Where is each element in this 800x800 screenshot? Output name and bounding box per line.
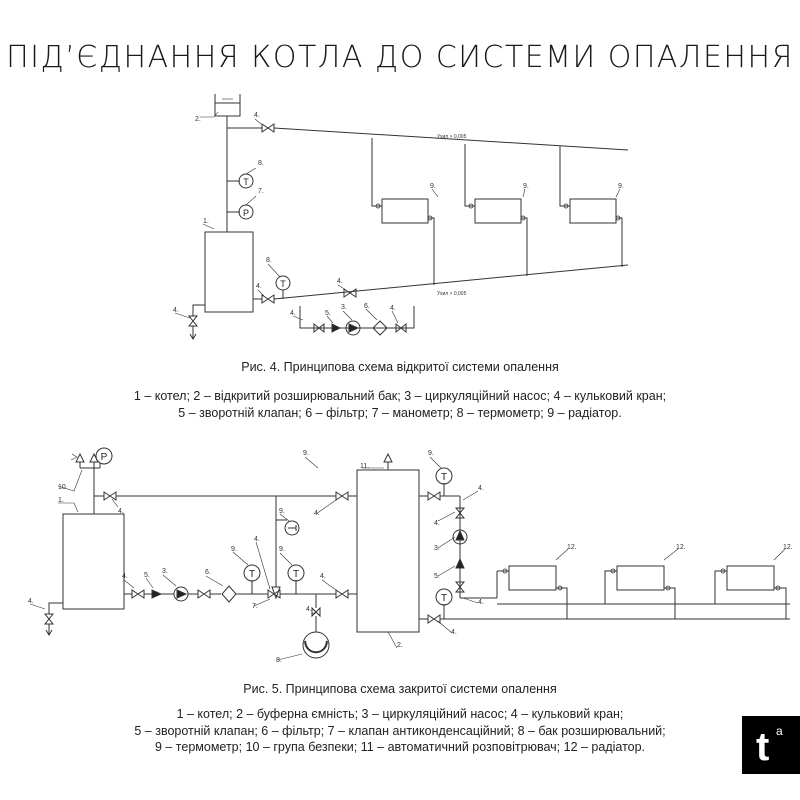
svg-text:5.: 5. (434, 573, 440, 580)
figure-4-diagram: 2. 4. 8. 7. 1. 8. 4. 4. 4. 9. 9. 9. 4. 5… (173, 94, 629, 340)
svg-text:9.: 9. (279, 546, 285, 553)
svg-text:7.: 7. (252, 603, 258, 610)
brand-logo: t a (742, 716, 800, 774)
svg-text:9.: 9. (430, 183, 436, 190)
svg-text:12.: 12. (676, 544, 686, 551)
logo-mark-icon: t a (756, 724, 783, 769)
svg-text:12.: 12. (567, 544, 577, 551)
svg-text:3.: 3. (341, 304, 347, 311)
svg-text:4.: 4. (173, 307, 179, 314)
legend-line: 1 – котел; 2 – відкритий розширювальний … (133, 389, 667, 403)
pump-group-fig4 (299, 306, 415, 336)
radiators-fig5 (497, 565, 787, 619)
slope-label-return: Ухил > 0,005 (437, 291, 467, 297)
logo-superscript: a (776, 724, 783, 738)
svg-text:4.: 4. (28, 598, 34, 605)
svg-text:6.: 6. (364, 303, 370, 310)
page-title: ПІД’ЄДНАННЯ КОТЛА ДО СИСТЕМИ ОПАЛЕННЯ (6, 40, 794, 75)
svg-text:3.: 3. (434, 545, 440, 552)
legend-line: 9 – термометр; 10 – група безпеки; 11 – … (154, 740, 646, 754)
svg-text:9.: 9. (231, 546, 237, 553)
legend-line: 5 – зворотній клапан; 6 – фільтр; 7 – кл… (134, 723, 666, 738)
figure-5-caption: Рис. 5. Принципова схема закритої систем… (243, 682, 557, 696)
svg-text:11.: 11. (360, 463, 369, 470)
svg-text:7.: 7. (258, 188, 264, 195)
svg-text:4.: 4. (118, 508, 124, 515)
svg-text:10.: 10. (58, 484, 68, 491)
figure-4-legend: 1 – котел; 2 – відкритий розширювальний … (0, 388, 800, 421)
svg-text:4.: 4. (478, 485, 484, 492)
svg-text:3.: 3. (162, 568, 168, 575)
svg-text:4.: 4. (337, 278, 343, 285)
svg-text:4.: 4. (434, 520, 440, 527)
figure-5-diagram: 10. 1. 4. 4. 4. 5. 3. 6. 9. 4. 9. 9. 7. … (28, 447, 793, 664)
svg-text:9.: 9. (618, 183, 624, 190)
svg-text:4.: 4. (122, 573, 128, 580)
svg-text:8.: 8. (258, 160, 264, 167)
svg-text:9.: 9. (279, 508, 285, 515)
svg-text:4.: 4. (256, 283, 262, 290)
svg-text:6.: 6. (205, 569, 211, 576)
manometer-symbol: P (243, 208, 249, 218)
svg-text:1.: 1. (203, 218, 209, 225)
slope-label-supply: Ухил > 0,005 (437, 134, 467, 140)
manometer-symbol: P (101, 452, 108, 463)
svg-text:4.: 4. (478, 599, 484, 606)
figure-4-caption: Рис. 4. Принципова схема відкритої систе… (241, 360, 559, 374)
svg-text:4.: 4. (254, 112, 260, 119)
thermometer-symbol: T (293, 569, 299, 580)
svg-text:5.: 5. (144, 572, 150, 579)
svg-text:1.: 1. (58, 497, 64, 504)
buffer-tank (356, 469, 420, 633)
svg-text:4.: 4. (320, 573, 326, 580)
thermometer-symbol: T (249, 569, 255, 580)
svg-text:4.: 4. (314, 510, 320, 517)
svg-text:2.: 2. (195, 116, 201, 123)
svg-text:8.: 8. (266, 257, 272, 264)
boiler-fig5 (62, 513, 125, 610)
svg-text:12.: 12. (783, 544, 793, 551)
svg-text:9.: 9. (303, 450, 309, 457)
svg-text:4.: 4. (451, 629, 457, 636)
svg-text:8.: 8. (276, 657, 282, 664)
radiators-fig4 (371, 138, 623, 285)
svg-text:4.: 4. (306, 606, 312, 613)
thermometer-symbol: T (441, 593, 447, 604)
svg-text:9.: 9. (523, 183, 529, 190)
legend-line: 5 – зворотній клапан; 6 – фільтр; 7 – ма… (178, 405, 622, 420)
boiler-fig4 (204, 231, 254, 313)
svg-text:5.: 5. (325, 310, 331, 317)
svg-text:2.: 2. (397, 642, 403, 649)
thermometer-symbol: T (243, 177, 249, 187)
thermometer-fig4-return (275, 275, 291, 291)
open-expansion-tank (214, 94, 241, 117)
svg-text:4.: 4. (254, 536, 260, 543)
legend-line: 1 – котел; 2 – буферна ємність; 3 – цирк… (176, 707, 624, 721)
figure-5-legend: 1 – котел; 2 – буферна ємність; 3 – цирк… (0, 706, 800, 756)
expansion-tank-fig5 (302, 631, 330, 659)
logo-letter: t (756, 725, 769, 769)
safety-group (70, 447, 113, 469)
svg-text:4.: 4. (290, 310, 296, 317)
svg-text:4.: 4. (390, 305, 396, 312)
thermometer-symbol: T (441, 472, 447, 483)
thermometer-symbol: T (280, 279, 286, 289)
svg-text:9.: 9. (428, 450, 434, 457)
